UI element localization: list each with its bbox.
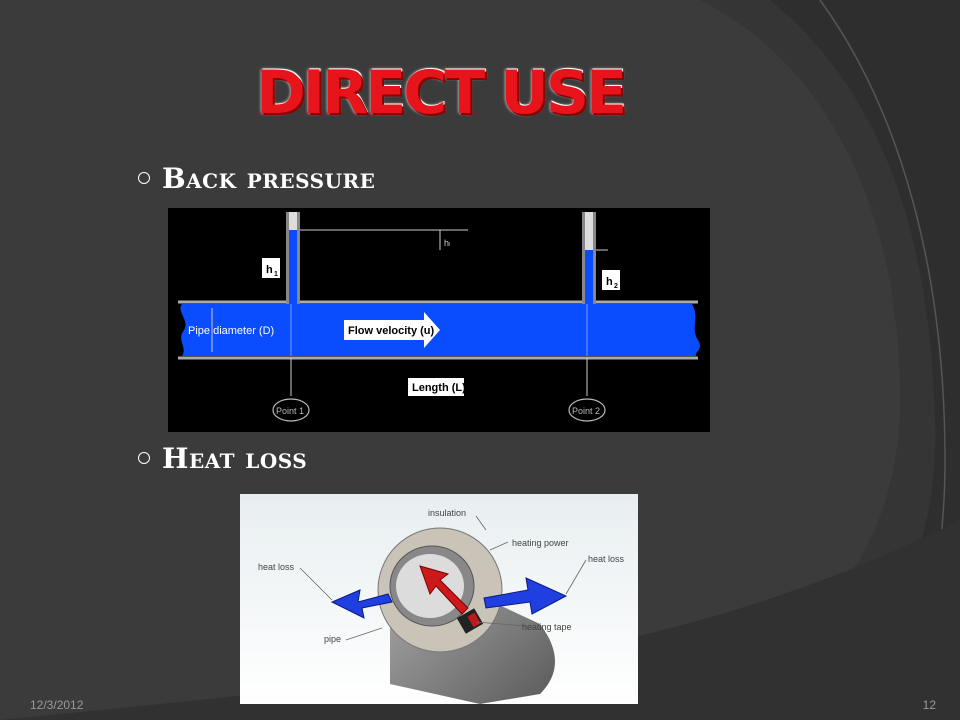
heat-loss-right-arrow (483, 577, 568, 615)
bullet-label: Back pressure (162, 162, 376, 195)
point-2-label: Point 2 (572, 406, 600, 416)
h2-sub: 2 (614, 283, 618, 290)
heat-loss-left-label: heat loss (258, 562, 295, 572)
pipe-diameter-label: Pipe diameter (D) (188, 325, 274, 337)
point-2-marker (568, 398, 606, 422)
heating-tape-label: heating tape (522, 622, 572, 632)
h1-label: h (266, 264, 273, 276)
h1-sub: 1 (274, 271, 278, 278)
slide-date: 12/3/2012 (30, 698, 84, 712)
pipe-body (180, 304, 700, 356)
heating-power-arrow (419, 565, 469, 615)
insulation-label: insulation (428, 508, 466, 518)
back-pressure-diagram: h 1 h 2 hₗ Pipe diameter (D) Flow veloci… (168, 208, 710, 432)
flow-arrow (344, 312, 440, 348)
h2-label: h (606, 276, 613, 288)
slide-number: 12 (922, 698, 936, 712)
slide-title: DIRECT USE (255, 58, 627, 128)
length-label: Length (L) (412, 382, 466, 394)
bullet-circle-icon (138, 171, 150, 184)
flow-velocity-label: Flow velocity (u) (348, 325, 435, 337)
pipe-label: pipe (324, 634, 341, 644)
bullet-circle-icon (138, 451, 150, 464)
head-loss-label: hₗ (444, 238, 451, 248)
heat-loss-left-arrow (330, 589, 393, 619)
point-1-marker (272, 398, 310, 422)
bullet-back-pressure: Back pressure (138, 162, 375, 195)
heating-power-label: heating power (512, 538, 569, 548)
bullet-label: Heat loss (162, 442, 308, 475)
point-1-label: Point 1 (276, 406, 304, 416)
bullet-heat-loss: Heat loss (138, 442, 307, 475)
heat-loss-diagram: insulation heating power heat loss heat … (240, 494, 638, 704)
heat-loss-right-label: heat loss (588, 554, 625, 564)
